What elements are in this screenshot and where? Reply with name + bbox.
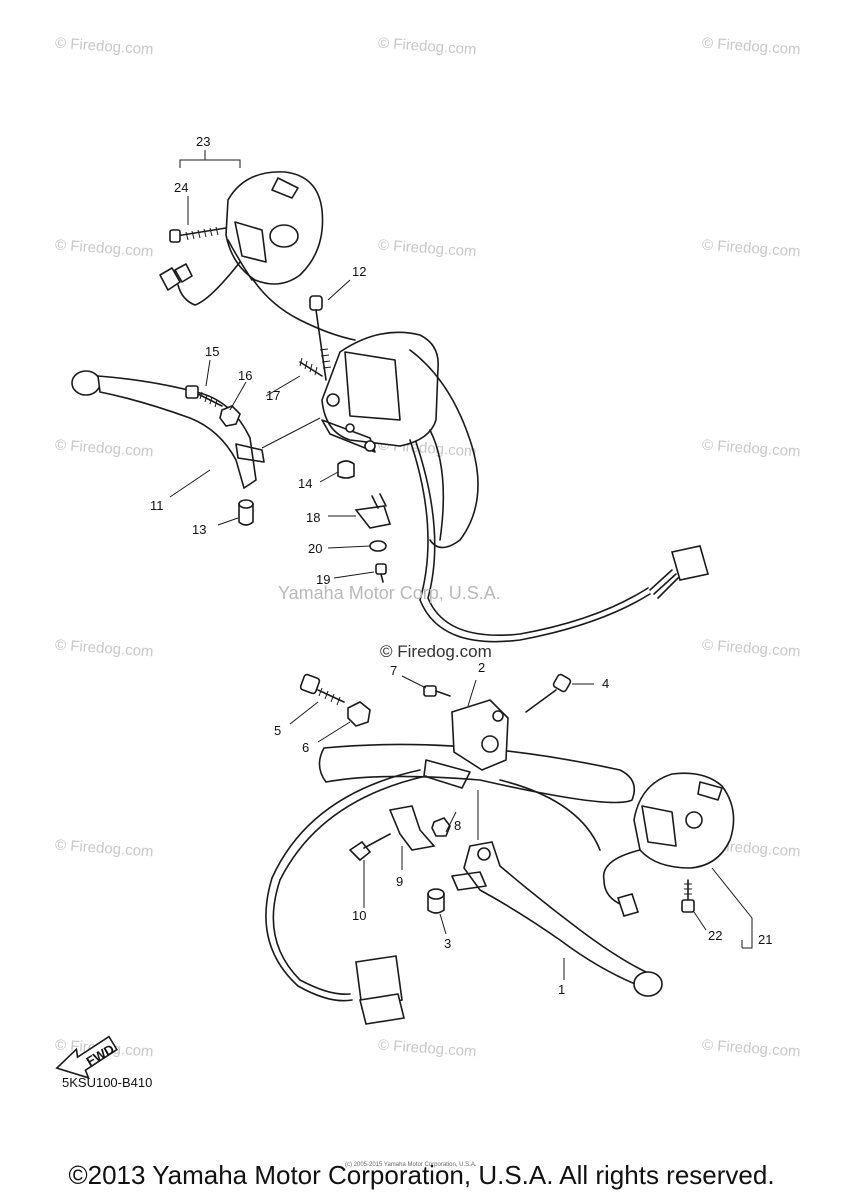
screw-7 bbox=[423, 685, 451, 697]
holder-2 bbox=[423, 699, 509, 789]
callout-number: 3 bbox=[444, 936, 451, 951]
yamaha-center-mark: Yamaha Motor Corp, U.S.A. bbox=[278, 583, 501, 603]
callout-number: 22 bbox=[708, 928, 722, 943]
callout-number: 9 bbox=[396, 874, 403, 889]
washer-20 bbox=[369, 540, 387, 552]
switch-screw-24 bbox=[169, 226, 227, 243]
screw-19 bbox=[375, 563, 387, 583]
connector-lower bbox=[355, 955, 405, 1025]
callout-number: 10 bbox=[352, 908, 366, 923]
callout-number: 16 bbox=[238, 368, 252, 383]
callout-number: 5 bbox=[274, 723, 281, 738]
callout-number: 11 bbox=[150, 498, 164, 513]
screw-22 bbox=[681, 879, 695, 913]
bolt-15 bbox=[185, 385, 223, 408]
callout-number: 1 bbox=[558, 982, 565, 997]
callout-number: 14 bbox=[298, 476, 312, 491]
callout-numbers: 23 24 12 15 16 17 11 13 14 18 20 19 7 2 … bbox=[150, 134, 772, 997]
upper-assembly bbox=[71, 150, 710, 643]
grommet-14 bbox=[337, 460, 355, 479]
bracket-9 bbox=[388, 805, 436, 851]
collar-3 bbox=[427, 888, 445, 914]
callout-number: 19 bbox=[316, 572, 330, 587]
bolt-5 bbox=[299, 673, 345, 706]
firedog-center-mark: © Firedog.com bbox=[380, 642, 492, 661]
diagram-code: 5KSU100-B410 bbox=[62, 1075, 153, 1090]
tiny-copyright-note: (c) 2005-2015 Yamaha Motor Corporation, … bbox=[345, 1162, 477, 1168]
callout-number: 12 bbox=[352, 264, 366, 279]
callout-number: 18 bbox=[306, 510, 320, 525]
callout-number: 8 bbox=[454, 818, 461, 833]
callout-number: 6 bbox=[302, 740, 309, 755]
brake-lever-1 bbox=[451, 841, 663, 997]
callout-number: 23 bbox=[196, 134, 210, 149]
nut-6 bbox=[347, 701, 371, 727]
connector-upper bbox=[649, 545, 710, 599]
callout-number: 17 bbox=[266, 388, 280, 403]
brake-switch-18 bbox=[354, 493, 392, 529]
callout-number: 7 bbox=[390, 663, 397, 678]
handlebar-tube bbox=[409, 349, 479, 549]
master-cylinder bbox=[321, 331, 439, 453]
bolt-4 bbox=[525, 673, 572, 713]
collar-13 bbox=[238, 499, 254, 526]
callout-number: 13 bbox=[192, 522, 206, 537]
footer-copyright: ©2013 Yamaha Motor Corporation, U.S.A. A… bbox=[68, 1160, 775, 1190]
wire-harness bbox=[409, 439, 651, 643]
bolt-12 bbox=[309, 295, 332, 381]
right-switch-housing bbox=[633, 772, 735, 869]
callout-number: 21 bbox=[758, 932, 772, 947]
clutch-lever-11 bbox=[71, 370, 265, 490]
switch-wire bbox=[251, 277, 356, 341]
nut-8 bbox=[431, 817, 451, 837]
lower-assembly: FWD bbox=[55, 673, 753, 1080]
screw-10 bbox=[348, 833, 391, 862]
callout-number: 4 bbox=[602, 676, 609, 691]
callout-number: 20 bbox=[308, 541, 322, 556]
switch-wire bbox=[177, 261, 241, 306]
callout-number: 15 bbox=[205, 344, 219, 359]
callout-number: 24 bbox=[174, 180, 188, 195]
left-switch-housing bbox=[225, 171, 324, 285]
wire-harness-lower bbox=[272, 775, 427, 996]
callout-number: 2 bbox=[478, 660, 485, 675]
